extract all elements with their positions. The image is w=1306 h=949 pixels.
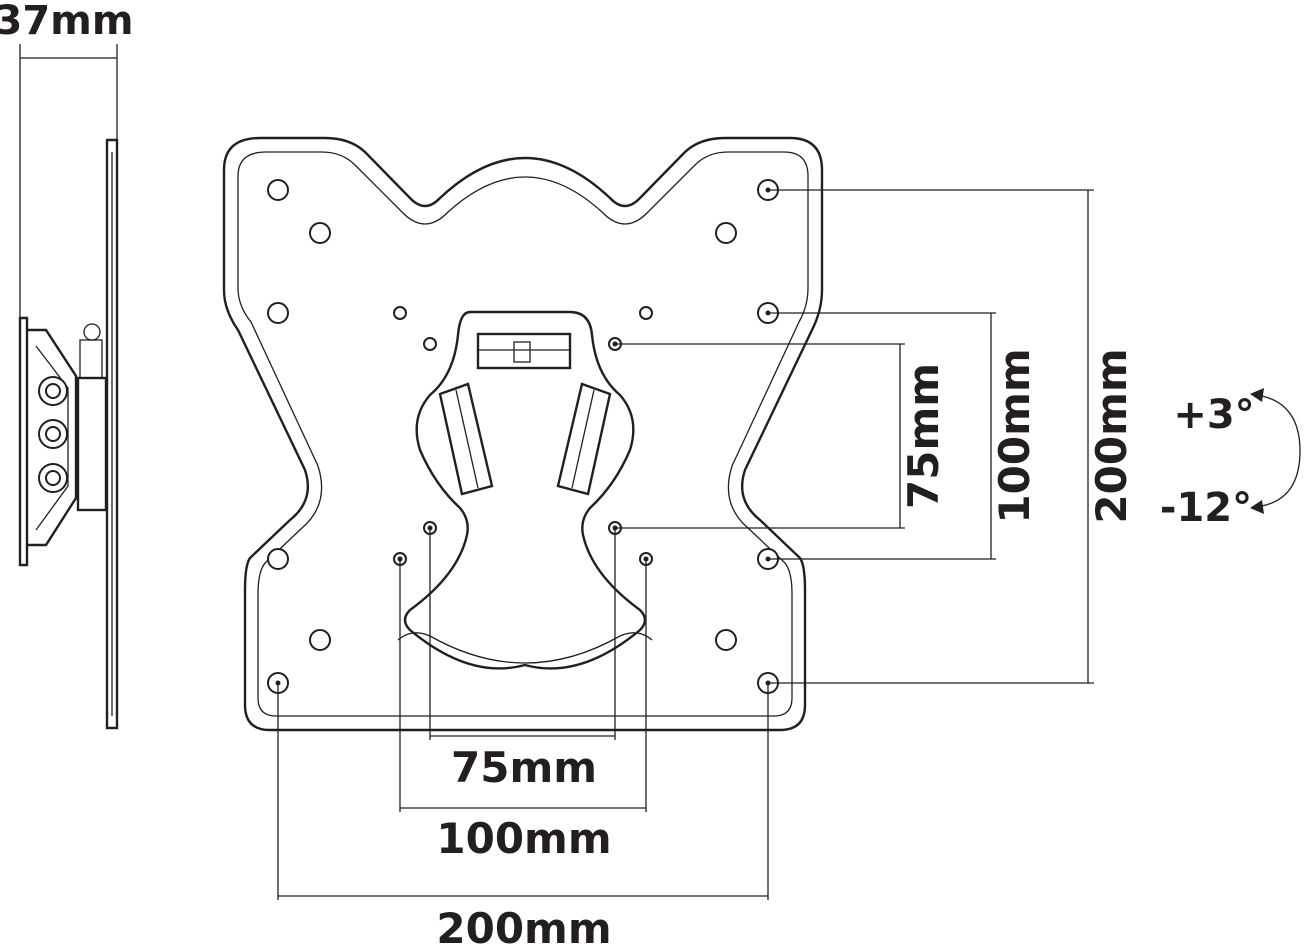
wall-plate [18,316,29,567]
knob-mid-inner [45,426,61,442]
center-cutout [403,310,647,670]
mounting-plate [222,136,824,732]
slot-left [438,382,494,496]
label-100-horizontal: 100mm [436,814,611,863]
hole-100-top-right [639,306,653,320]
connector-block [76,376,108,512]
hole-100-top-left [393,306,407,320]
dot-200-tr [765,187,771,193]
dimension-lines [275,187,1094,900]
side-view: 37mm [0,0,134,730]
hole-mid-bottom-left [267,548,289,570]
tilt-down-label: -12° [1160,485,1252,531]
arm-inner [35,345,69,531]
hole-diag-top-right [715,222,737,244]
dot-100-br [643,556,649,562]
plate-outer-outline [222,136,824,732]
label-200-horizontal: 200mm [436,904,611,949]
dot-75-br [612,525,618,531]
tilt-indicator: +3° -12° [1160,388,1301,531]
dot-200-br [765,680,771,686]
knob-top-inner [45,383,61,399]
dot-200-bl [275,680,281,686]
hole-diag-bottom-right [715,629,737,651]
slot-left-inner [455,389,479,489]
hole-diag-top-left [309,222,331,244]
connector-screw [83,323,101,341]
hole-mid-top-left [267,302,289,324]
dot-100-tr [765,310,771,316]
dot-75-bl [427,525,433,531]
tilt-arrow-down-icon [1250,500,1264,514]
lower-arc [397,632,653,664]
slot-right-inner [571,389,595,489]
dot-75-tr [612,341,618,347]
label-100-vertical: 100mm [990,348,1039,523]
hole-200-top-left [267,179,289,201]
depth-label: 37mm [0,0,134,44]
knob-bottom-inner [45,470,61,486]
dot-100-mr [765,556,771,562]
dimension-labels: 75mm 100mm 200mm 75mm 100mm 200mm [436,348,1136,949]
connector-top [79,339,103,379]
hole-75-top-left [423,337,437,351]
plate-inner-outline [237,151,809,717]
label-200-vertical: 200mm [1087,348,1136,523]
hole-diag-bottom-left [309,629,331,651]
tilt-arrow-up-icon [1250,388,1264,402]
dot-100-bl [397,556,403,562]
arm-bracket [27,328,78,547]
hanger-clip [513,341,531,363]
label-75-vertical: 75mm [899,363,948,509]
label-75-horizontal: 75mm [451,743,597,792]
side-plate [105,138,119,730]
tilt-arc [1261,395,1301,507]
tilt-up-label: +3° [1173,392,1254,438]
hanger-bracket [476,332,572,370]
slot-right [556,382,612,496]
